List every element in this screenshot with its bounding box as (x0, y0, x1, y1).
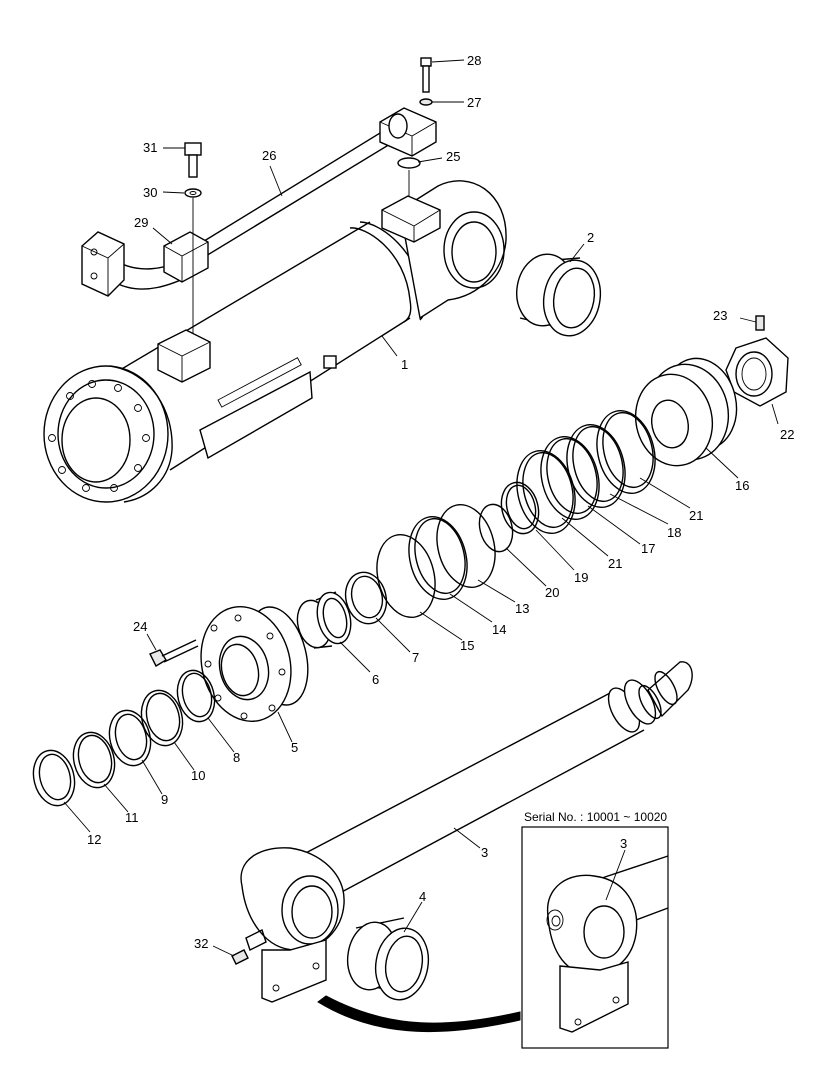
label-part-12: 12 (87, 832, 101, 847)
label-part-20: 20 (545, 585, 559, 600)
label-part-6: 6 (372, 672, 379, 687)
label-part-3-inset: 3 (620, 836, 627, 851)
label-part-9: 9 (161, 792, 168, 807)
piston-16 (634, 357, 738, 467)
label-part-29: 29 (134, 215, 148, 230)
label-part-28: 28 (467, 53, 481, 68)
label-part-27: 27 (467, 95, 481, 110)
rod-cover-5 (200, 606, 309, 722)
ring-7 (344, 571, 388, 625)
label-part-19: 19 (574, 570, 588, 585)
label-part-17: 17 (641, 541, 655, 556)
leader-lines (63, 59, 779, 957)
part-number-labels: 28 27 26 25 31 30 29 2 1 23 22 16 21 18 … (87, 53, 794, 951)
label-part-13: 13 (515, 601, 529, 616)
cylinder-tube (43, 180, 507, 503)
label-part-22: 22 (780, 427, 794, 442)
label-part-8: 8 (233, 750, 240, 765)
piston-rod-3 (231, 661, 693, 1003)
label-part-14: 14 (492, 622, 506, 637)
label-part-30: 30 (143, 185, 157, 200)
label-part-18: 18 (667, 525, 681, 540)
inset-title: Serial No. : 10001 ~ 10020 (524, 810, 667, 824)
rod-seal-rings (32, 669, 216, 807)
bushing-6 (296, 591, 352, 649)
label-part-25: 25 (446, 149, 460, 164)
label-part-2: 2 (587, 230, 594, 245)
label-part-4: 4 (419, 889, 426, 904)
label-part-7: 7 (412, 650, 419, 665)
bushing-4 (346, 917, 430, 1001)
label-part-10: 10 (191, 768, 205, 783)
label-part-21-a: 21 (689, 508, 703, 523)
pipe-assembly (81, 57, 437, 350)
label-part-1: 1 (401, 357, 408, 372)
label-part-31: 31 (143, 140, 157, 155)
label-part-26: 26 (262, 148, 276, 163)
flange-bolt-holes (48, 380, 150, 492)
screw-23 (755, 315, 765, 331)
label-part-5: 5 (291, 740, 298, 755)
nut-22 (725, 337, 789, 407)
rod-seals (376, 503, 496, 619)
bushing-2 (516, 253, 602, 337)
label-part-24: 24 (133, 619, 147, 634)
label-part-16: 16 (735, 478, 749, 493)
bolt-24 (149, 639, 199, 667)
inset-pointer-arrow (317, 995, 521, 1033)
label-part-21-b: 21 (608, 556, 622, 571)
label-part-15: 15 (460, 638, 474, 653)
piston-rings (478, 409, 656, 553)
serial-inset (521, 826, 669, 1049)
label-part-23: 23 (713, 308, 727, 323)
label-part-3: 3 (481, 845, 488, 860)
label-part-32: 32 (194, 936, 208, 951)
label-part-11: 11 (125, 810, 139, 825)
